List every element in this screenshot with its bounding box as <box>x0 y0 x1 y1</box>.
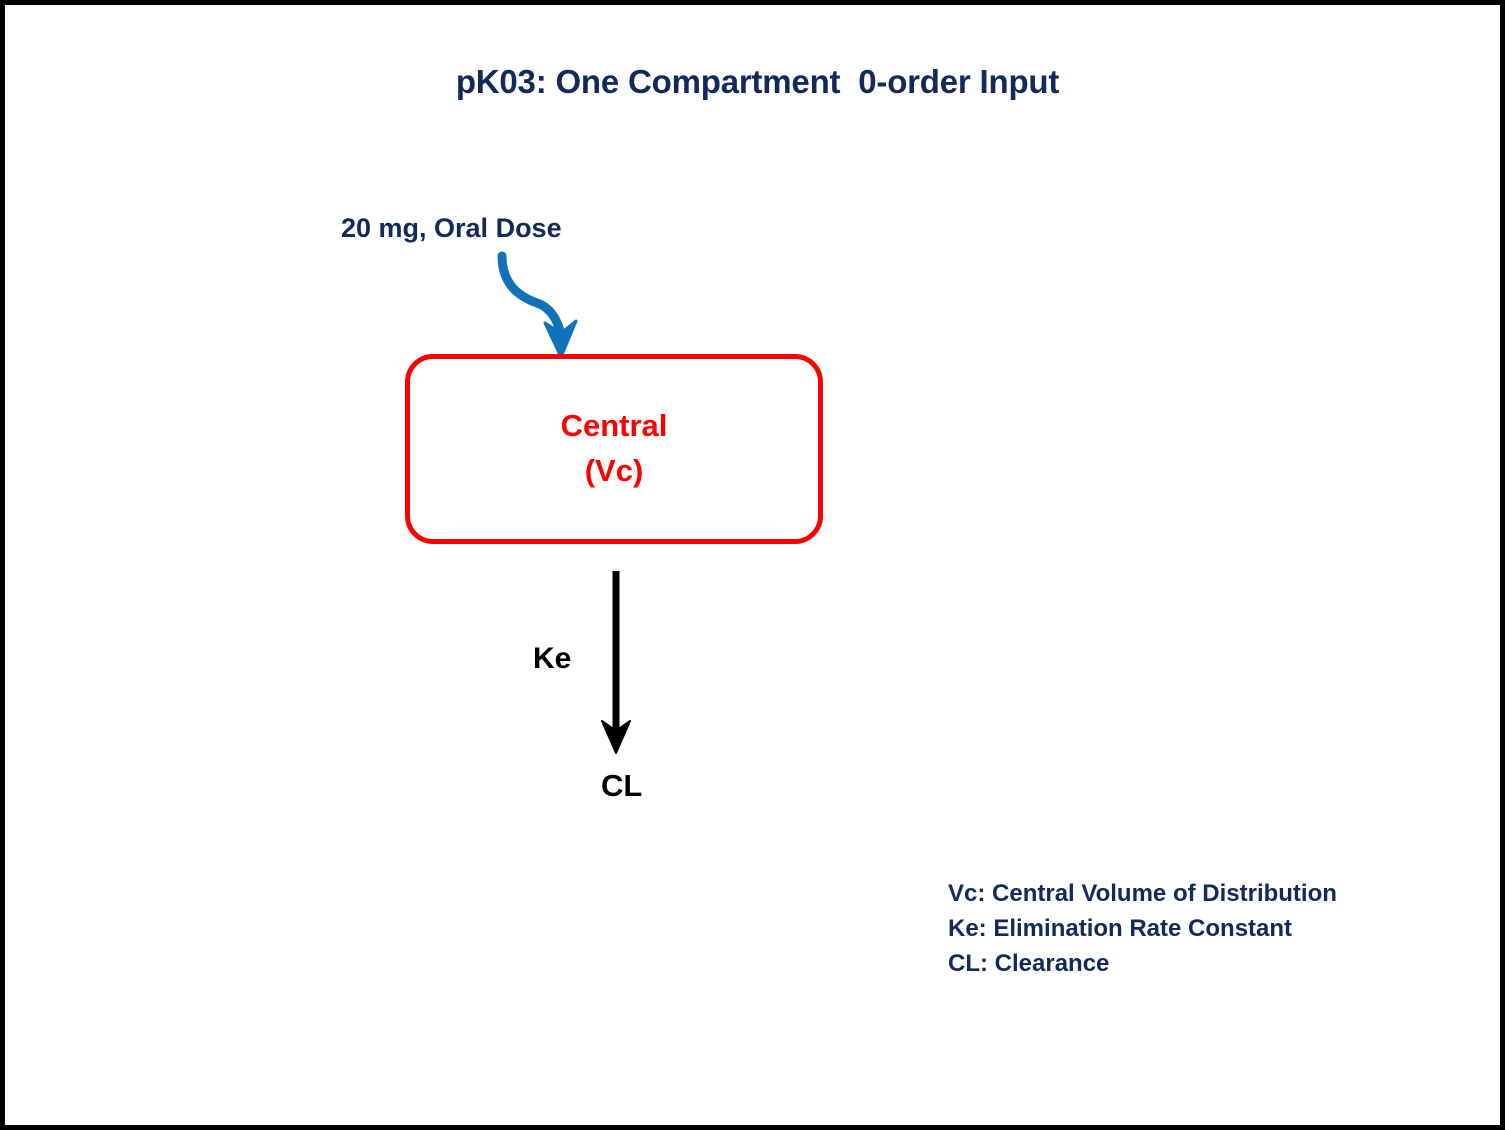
compartment-name: Central <box>560 408 668 444</box>
input-arrow-icon <box>497 251 578 359</box>
legend-item-cl: CL: Clearance <box>948 949 1110 977</box>
compartment-volume-symbol: (Vc) <box>584 453 644 488</box>
clearance-label: CL <box>601 768 643 803</box>
dose-label: 20 mg, Oral Dose <box>341 213 562 243</box>
elimination-rate-label: Ke <box>533 642 572 675</box>
central-compartment-box[interactable]: Central (Vc) <box>405 354 823 544</box>
legend-item-ke: Ke: Elimination Rate Constant <box>948 914 1293 942</box>
legend: Vc: Central Volume of Distribution Ke: E… <box>948 877 1337 981</box>
page-title: pK03: One Compartment 0-order Input <box>455 63 1060 100</box>
legend-item-vc: Vc: Central Volume of Distribution <box>948 880 1337 907</box>
elimination-arrow-icon <box>601 571 631 754</box>
